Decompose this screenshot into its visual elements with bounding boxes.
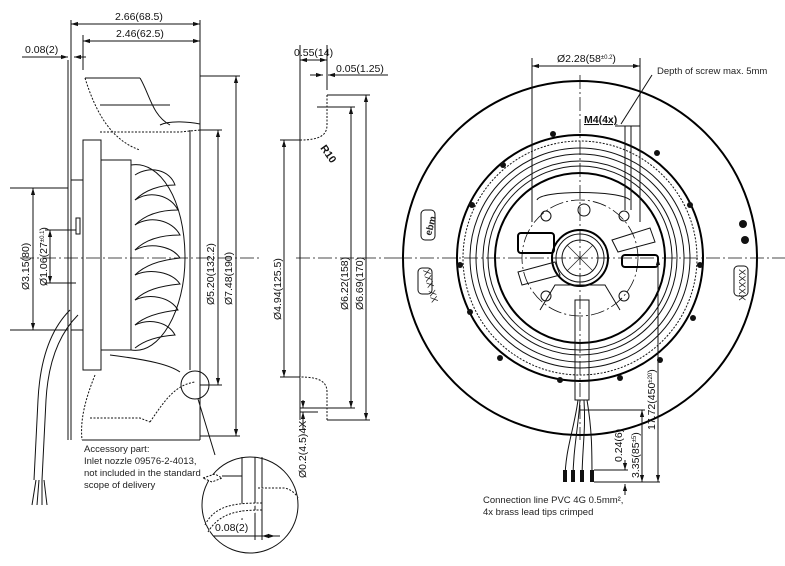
lead-tip (563, 470, 567, 482)
plate-label-right-text: XXXXX (736, 269, 747, 301)
motor-housing (100, 159, 132, 351)
motor-flange (82, 139, 102, 371)
hub-detail (75, 217, 81, 235)
lead-tip (580, 470, 584, 482)
detail-callout-circle (180, 370, 210, 400)
wire (43, 479, 48, 506)
accessory-note-line-1: Accessory part: (84, 444, 149, 455)
motor-face (70, 179, 84, 331)
dim-mid: Ø6.22(158) (339, 257, 351, 310)
dim-outer: Ø6.69(170) (354, 257, 366, 310)
shroud-top (84, 77, 141, 151)
connection-note-line-2: 4x brass lead tips crimped (483, 507, 593, 518)
lead-tip (590, 470, 594, 482)
accessory-note-line-4: scope of delivery (84, 480, 156, 491)
cable-sheath (574, 299, 590, 401)
nozzle-curve (149, 381, 196, 423)
backplate-top (100, 129, 201, 133)
dim-impeller-depth: 2.46(62.5) (116, 28, 164, 40)
dim-inlet: Ø5.20(132.2) (205, 243, 217, 305)
rim-clips (457, 131, 703, 383)
wire-3 (581, 399, 586, 481)
nozzle-profile-top (299, 95, 328, 141)
dim-hub: Ø1.06(27±0.1) (38, 227, 50, 286)
nozzle-view: 0.55(14) 0.05(1.25) R10 Ø4.94(125.5) Ø6.… (272, 45, 398, 478)
accessory-note-line-2: Inlet nozzle 09576-2-4013, (84, 456, 197, 467)
wire (36, 479, 40, 506)
inner-label-left (517, 232, 555, 254)
shroud-bottom (81, 374, 96, 441)
upper-rim (536, 192, 631, 201)
connection-note-line-1: Connection line PVC 4G 0.5mm², (483, 495, 623, 506)
cable (33, 309, 71, 481)
slot-right (611, 227, 656, 253)
cable-edge (41, 314, 79, 481)
dim-throat: Ø4.94(125.5) (272, 258, 284, 320)
side-view: 2.66(68.5) 2.46(62.5) 0.08(2) (10, 11, 299, 554)
dim-overall-depth: 2.66(68.5) (115, 11, 163, 23)
plate-label-left-lower (417, 267, 433, 295)
accessory-note-line-3: not included in the standard (84, 468, 201, 479)
screw-hole (540, 210, 552, 222)
detail-leader (197, 398, 216, 456)
blade-edge (159, 121, 201, 126)
backplate-bottom (90, 417, 151, 423)
front-view: ebm XXX XX XXXXX Ø2.28( (398, 53, 785, 518)
dim-holes: Ø0.2(4.5)4X (297, 421, 309, 478)
dim-tip-length: 0.24(6) (613, 429, 625, 462)
dim-radius: R10 (318, 143, 339, 166)
wire-4 (586, 399, 593, 481)
dim-cable-length: 17.72(450±20) (646, 369, 658, 430)
screw-hole (618, 210, 630, 222)
screw-head (739, 220, 747, 228)
screw-depth-note: Depth of screw max. 5mm (657, 66, 767, 77)
detail-enlargement: 0.08(2) (201, 456, 299, 554)
slot-left (517, 261, 561, 286)
balance-hole (577, 203, 591, 217)
dim-front-offset: 0.08(2) (25, 44, 58, 56)
plate-label-left-upper-text: ebm (423, 215, 439, 237)
screw-head (741, 236, 749, 244)
dim-detail-gap: 0.08(2) (215, 522, 248, 534)
dim-wall-thickness: 0.05(1.25) (336, 63, 384, 75)
lead-tip (571, 470, 575, 482)
dim-outer-ring: Ø3.15(80) (20, 243, 32, 290)
plate-label-left-upper (420, 209, 436, 241)
dim-thread: M4(4x) (584, 114, 617, 126)
plate-label-left-lower-text: XXX XX (420, 268, 440, 305)
screw-note-leader (620, 74, 653, 125)
blade-bottom (109, 354, 181, 373)
screw-hole (540, 290, 552, 302)
dim-bolt-circle: Ø2.28(58±0.2) (557, 53, 616, 65)
plate-label-right (733, 265, 749, 297)
screw-hole (618, 290, 630, 302)
dim-impeller: Ø7.48(190) (223, 252, 235, 305)
wire (31, 479, 37, 506)
rotor-fins (130, 164, 186, 351)
blade-top (85, 77, 171, 126)
dim-flange-depth: 0.55(14) (294, 47, 333, 59)
dim-strip-length: 3.35(85±5) (630, 432, 642, 478)
nozzle-profile-bottom (299, 376, 328, 420)
